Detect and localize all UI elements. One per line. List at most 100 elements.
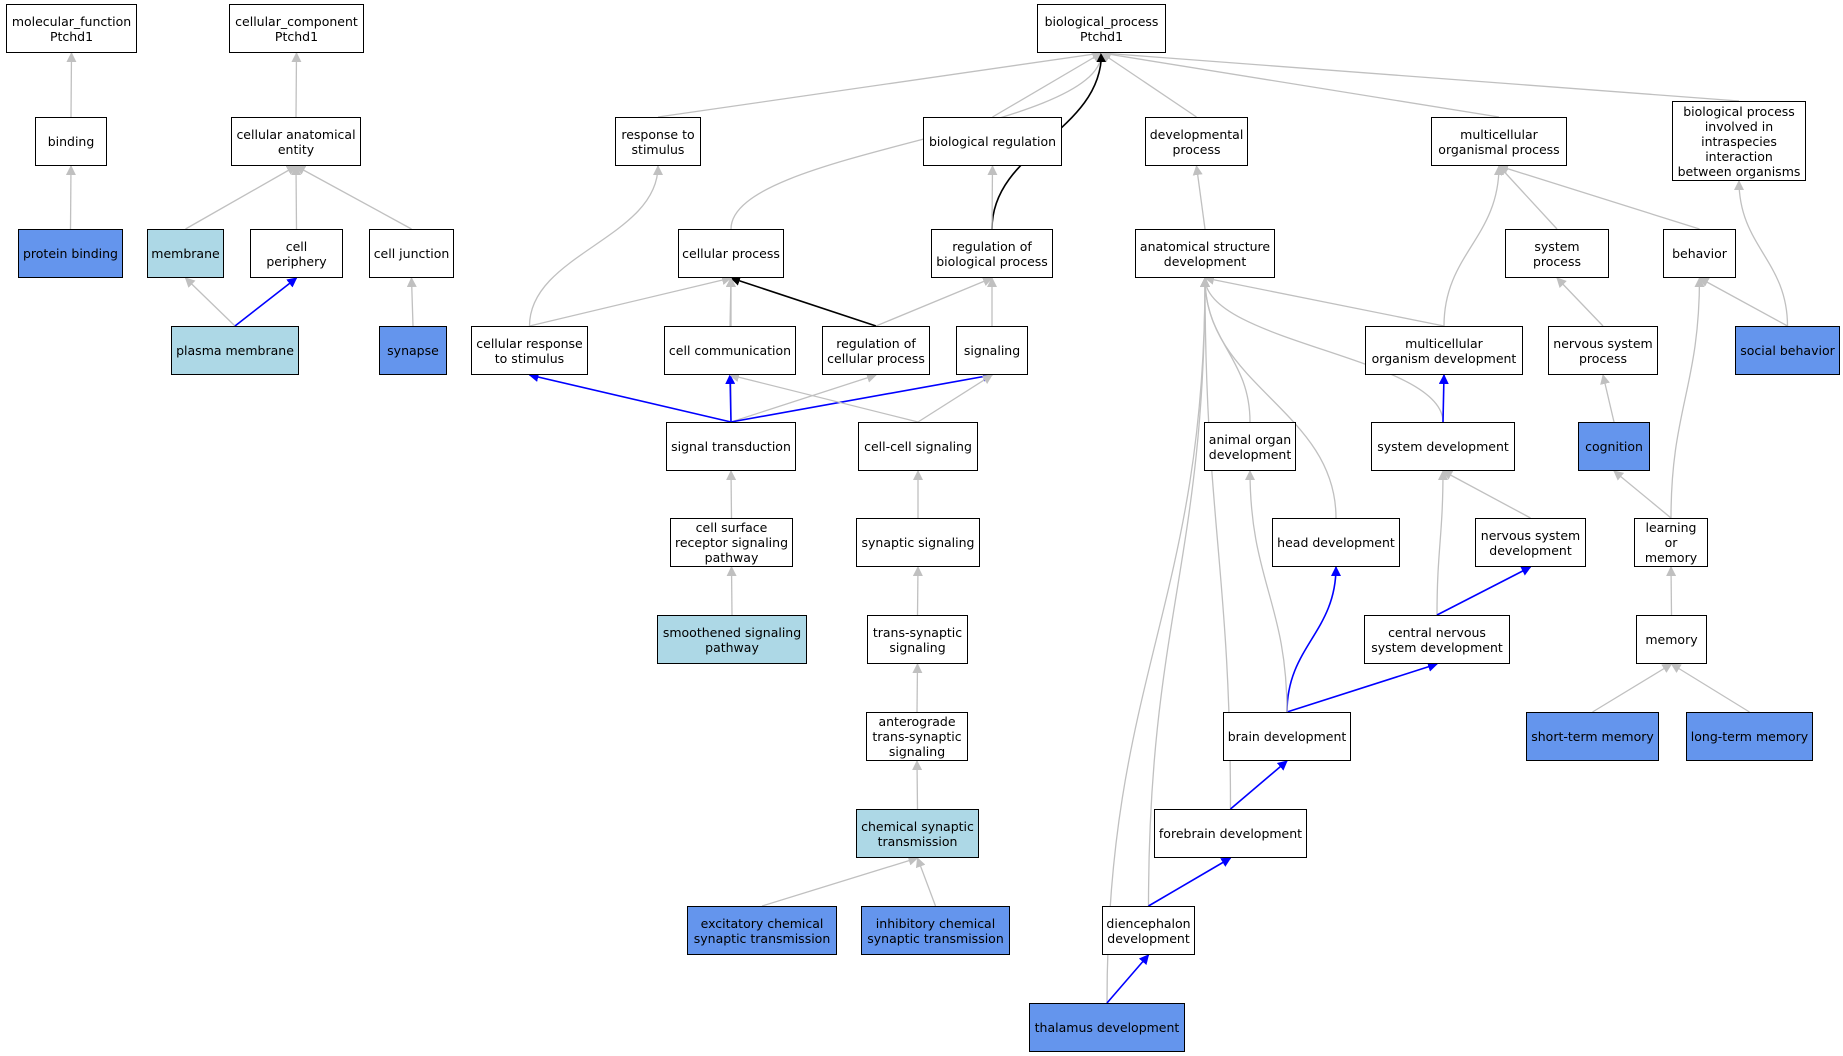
edge-pmem-to-cperiph — [234, 277, 298, 327]
edge-braindev-to-cnsd — [1286, 661, 1438, 713]
edge-rcp-to-rbp — [875, 276, 993, 327]
node-synapse: synapse — [379, 326, 447, 375]
edge-breg-to-bp — [992, 52, 1103, 118]
edge-rbp-to-breg — [987, 165, 998, 230]
edge-sysproc-to-mop — [1498, 165, 1558, 230]
edge-sigtrans-to-ccomm — [725, 374, 736, 423]
edge-cst-to-atss — [912, 760, 923, 810]
edge-socbeh-to-bpii — [1734, 180, 1789, 327]
edge-cognition-to-nsp — [1600, 374, 1615, 423]
node-icst: inhibitory chemical synaptic transmissio… — [861, 906, 1010, 955]
node-cc: cellular_component Ptchd1 — [229, 4, 364, 53]
node-socbeh: social behavior — [1735, 326, 1840, 375]
edge-dienc-to-fbd — [1148, 857, 1232, 907]
edge-membrane-to-cae — [185, 165, 297, 230]
node-aod: animal organ development — [1204, 422, 1296, 471]
node-stm: short-term memory — [1526, 712, 1659, 761]
edge-behavior-to-mop — [1498, 163, 1700, 230]
edge-memory-to-lom — [1666, 566, 1677, 616]
node-ecst: excitatory chemical synaptic transmissio… — [687, 906, 837, 955]
edge-cae-to-cc — [291, 52, 302, 118]
node-nsd: nervous system development — [1475, 518, 1586, 567]
edge-mod-to-asd — [1204, 274, 1445, 327]
node-signaling: signaling — [956, 326, 1028, 375]
node-lom: learning or memory — [1634, 518, 1708, 567]
node-rts: response to stimulus — [615, 117, 701, 166]
node-ccsig: cell-cell signaling — [858, 422, 978, 471]
node-behavior: behavior — [1663, 229, 1736, 278]
edge-binding-to-mf — [66, 52, 77, 118]
edge-cnsd-to-nsd — [1436, 566, 1532, 616]
node-cognition: cognition — [1578, 422, 1650, 471]
edge-cnsd-to-sysdev — [1436, 470, 1448, 616]
edge-thal-to-dienc — [1106, 954, 1150, 1004]
node-protbind: protein binding — [18, 229, 123, 278]
edge-cperiph-to-cae — [291, 165, 302, 230]
edge-icst-to-cst — [915, 857, 937, 907]
edge-nsp-to-sysproc — [1556, 277, 1604, 327]
node-sysdev: system development — [1371, 422, 1515, 471]
node-braindev: brain development — [1223, 712, 1351, 761]
edge-ltm-to-memory — [1670, 663, 1750, 713]
node-sigtrans: signal transduction — [666, 422, 796, 471]
edge-braindev-to-headdev — [1286, 566, 1341, 713]
node-cnsd: central nervous system development — [1364, 615, 1510, 664]
edge-tss-to-synsig — [912, 566, 923, 616]
edge-synapse-to-cjunc — [406, 277, 417, 327]
node-cjunc: cell junction — [369, 229, 454, 278]
node-pmem: plasma membrane — [171, 326, 299, 375]
edge-protbind-to-binding — [65, 165, 76, 230]
edge-ecst-to-cst — [761, 855, 919, 907]
node-asd: anatomical structure development — [1135, 229, 1275, 278]
node-mf: molecular_function Ptchd1 — [6, 4, 137, 53]
node-devp: developmental process — [1145, 117, 1248, 166]
node-cproc: cellular process — [678, 229, 784, 278]
edge-headdev-to-asd — [1200, 277, 1337, 519]
edge-ssp-to-csrsp — [726, 566, 737, 616]
edge-stm-to-memory — [1592, 663, 1673, 713]
node-rbp: regulation of biological process — [931, 229, 1053, 278]
edge-sigtrans-to-signaling — [730, 371, 993, 423]
node-mod: multicellular organism development — [1365, 326, 1523, 375]
node-breg: biological regulation — [923, 117, 1062, 166]
node-ccomm: cell communication — [664, 326, 796, 375]
node-cae: cellular anatomical entity — [231, 117, 361, 166]
node-atss: anterograde trans-synaptic signaling — [866, 712, 968, 761]
node-memory: memory — [1636, 615, 1707, 664]
edge-cjunc-to-cae — [295, 165, 412, 230]
edge-atss-to-tss — [912, 663, 923, 713]
node-csrsp: cell surface receptor signaling pathway — [670, 518, 793, 567]
edge-devp-to-bp — [1100, 52, 1197, 118]
node-dienc: diencephalon development — [1102, 906, 1195, 955]
node-fbd: forebrain development — [1154, 809, 1307, 858]
edge-asd-to-devp — [1192, 165, 1206, 230]
edge-rcp-to-cproc — [730, 276, 877, 327]
node-crts: cellular response to stimulus — [471, 326, 588, 375]
edge-ccsig-to-ccomm — [729, 372, 919, 423]
edge-dienc-to-asd — [1147, 277, 1210, 907]
edge-crts-to-cproc — [529, 275, 732, 327]
edge-nsd-to-sysdev — [1442, 470, 1531, 519]
edge-socbeh-to-behavior — [1698, 277, 1788, 327]
edge-sysdev-to-asd — [1200, 277, 1444, 423]
edge-fbd-to-braindev — [1229, 760, 1288, 810]
edge-mop-to-bp — [1100, 49, 1500, 118]
node-cst: chemical synaptic transmission — [856, 809, 979, 858]
node-thal: thalamus development — [1029, 1003, 1185, 1052]
edge-sigtrans-to-rcp — [730, 373, 877, 423]
node-headdev: head development — [1272, 518, 1400, 567]
edge-bpii-to-bp — [1100, 48, 1740, 102]
node-bpii: biological process involved in intraspec… — [1672, 101, 1806, 181]
edge-pmem-to-membrane — [184, 277, 236, 327]
node-bp: biological_process Ptchd1 — [1037, 4, 1166, 53]
node-cperiph: cell periphery — [250, 229, 343, 278]
edge-thal-to-asd — [1106, 277, 1210, 1004]
edge-crts-to-rts — [528, 165, 663, 327]
node-ssp: smoothened signaling pathway — [657, 615, 807, 664]
edge-sigtrans-to-crts — [528, 372, 732, 423]
edge-sysdev-to-mod — [1438, 374, 1449, 423]
edge-csrsp-to-sigtrans — [726, 470, 737, 519]
edge-lom-to-cognition — [1613, 470, 1672, 519]
edge-cproc-to-bp — [730, 52, 1107, 230]
